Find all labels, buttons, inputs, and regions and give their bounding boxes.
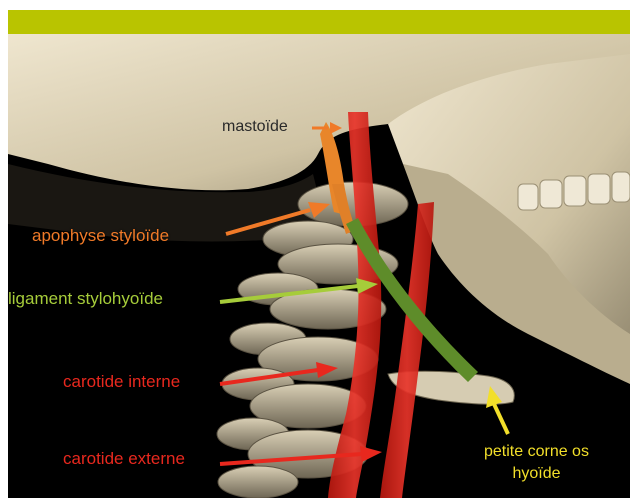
ct-3d-render xyxy=(8,34,630,498)
label-petite-corne-line2: hyoïde xyxy=(484,463,589,485)
label-carotide-externe: carotide externe xyxy=(63,449,185,469)
label-carotide-interne: carotide interne xyxy=(63,372,180,392)
label-mastoide: mastoïde xyxy=(222,118,288,136)
label-petite-corne-os-hyoide: petite corne os hyoïde xyxy=(484,441,589,485)
label-petite-corne-line1: petite corne os xyxy=(484,441,589,463)
label-apophyse-styloide: apophyse styloïde xyxy=(32,226,169,246)
label-ligament-stylohyoide: ligament stylohyoïde xyxy=(8,289,163,309)
carotid-externe-vessel xyxy=(380,202,434,498)
anatomy-illustration xyxy=(8,34,630,498)
header-bar xyxy=(8,10,630,34)
